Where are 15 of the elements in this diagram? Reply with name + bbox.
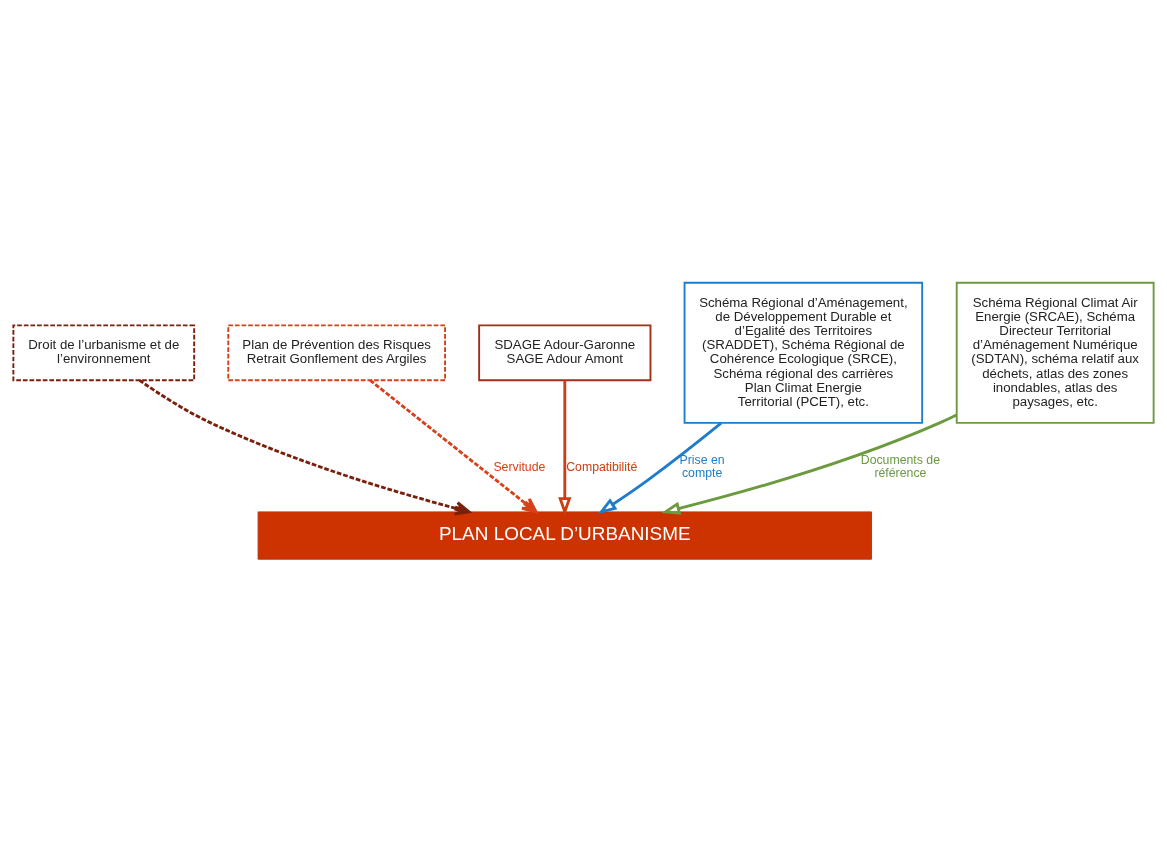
edge-label: Servitude: [493, 459, 546, 474]
arrow: [558, 379, 572, 516]
edge-label: Prise en compte: [679, 452, 725, 480]
node-box: Plan de Prévention des Risques Retrait Gonflement des Argiles: [227, 323, 446, 381]
node-box: SDAGE Adour-Garonne SAGE Adour Amont: [478, 323, 652, 381]
edge-label: Documents de référence: [860, 452, 941, 480]
node-box: Schéma Régional d’Aménagement, de Développement Durable et d’Egalité des Territoires (SRADDET), Schéma Régional de Cohérence Ecologique (SRCE), Schéma régional des carrières Plan Climat Energie Territorial (PCET), etc.: [683, 281, 924, 424]
node-box: Schéma Régional Climat Air Energie (SRCAE), Schéma Directeur Territorial d’Aménagement Numérique (SDTAN), schéma relatif aux déchets, atlas des zones inondables, atlas des paysages, etc.: [955, 281, 1155, 424]
arrow: [661, 413, 958, 515]
edge-label: Compatibilité: [566, 459, 638, 474]
node-box: Droit de l’urbanisme et de l’environnement: [12, 323, 196, 381]
arrow: [138, 378, 471, 516]
arrow: [369, 378, 538, 513]
arrow: [597, 421, 722, 514]
node-box: PLAN LOCAL D’URBANISME: [257, 510, 872, 560]
